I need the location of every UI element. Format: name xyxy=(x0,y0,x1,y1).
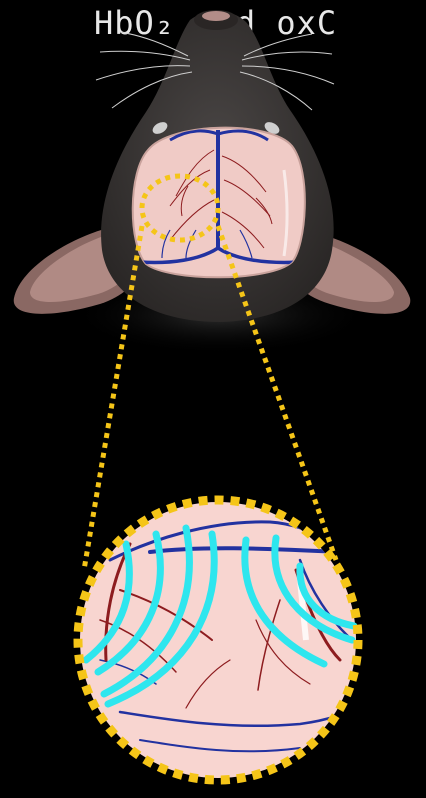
nose-pad xyxy=(202,11,230,21)
cranial-window xyxy=(133,128,305,278)
magnified-cortex xyxy=(78,500,360,780)
mouse-head-illustration xyxy=(14,10,411,322)
